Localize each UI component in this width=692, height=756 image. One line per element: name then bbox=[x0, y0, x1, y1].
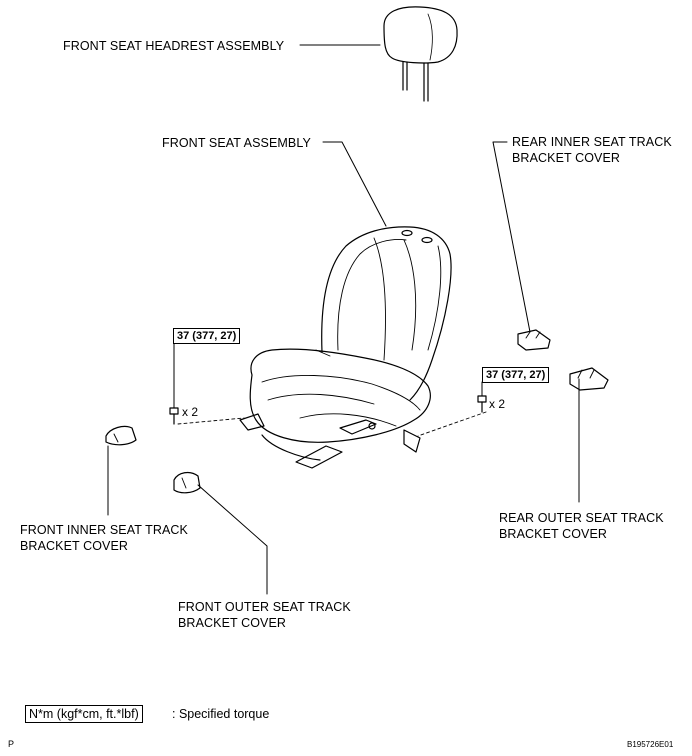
torque-box-left: 37 (377, 27) bbox=[173, 328, 241, 344]
headrest-drawing bbox=[383, 6, 458, 102]
corner-mark-p: P bbox=[8, 739, 15, 749]
rear-outer-bracket-drawing bbox=[569, 367, 609, 391]
seat-assembly-label: FRONT SEAT ASSEMBLY bbox=[162, 136, 311, 150]
front-outer-label-line2: BRACKET COVER bbox=[178, 616, 287, 630]
legend-description: : Specified torque bbox=[172, 707, 270, 721]
front-inner-bracket-drawing bbox=[105, 425, 137, 446]
front-inner-label-line1: FRONT INNER SEAT TRACK bbox=[20, 523, 188, 537]
torque-box-right: 37 (377, 27) bbox=[482, 367, 550, 383]
bolt-qty-left: x 2 bbox=[182, 405, 199, 419]
leader-lines bbox=[107, 44, 580, 595]
legend-unit-box: N*m (kgf*cm, ft.*lbf) bbox=[25, 705, 143, 723]
rear-outer-label-line2: BRACKET COVER bbox=[499, 527, 608, 541]
rear-inner-label-line1: REAR INNER SEAT TRACK bbox=[512, 135, 672, 149]
front-outer-bracket-drawing bbox=[173, 471, 201, 494]
front-inner-label-line2: BRACKET COVER bbox=[20, 539, 129, 553]
figure-code: B195726E01 bbox=[627, 740, 674, 749]
rear-inner-bracket-drawing bbox=[517, 329, 551, 351]
rear-outer-label-line1: REAR OUTER SEAT TRACK bbox=[499, 511, 664, 525]
bolt-qty-right: x 2 bbox=[489, 397, 506, 411]
rear-inner-label-line2: BRACKET COVER bbox=[512, 151, 621, 165]
right-bolt-drawing bbox=[477, 395, 487, 413]
seat-drawing bbox=[239, 226, 452, 469]
left-bolt-drawing bbox=[169, 407, 179, 425]
headrest-label: FRONT SEAT HEADREST ASSEMBLY bbox=[63, 39, 285, 53]
dashed-lines bbox=[177, 411, 487, 437]
front-outer-label-line1: FRONT OUTER SEAT TRACK bbox=[178, 600, 351, 614]
